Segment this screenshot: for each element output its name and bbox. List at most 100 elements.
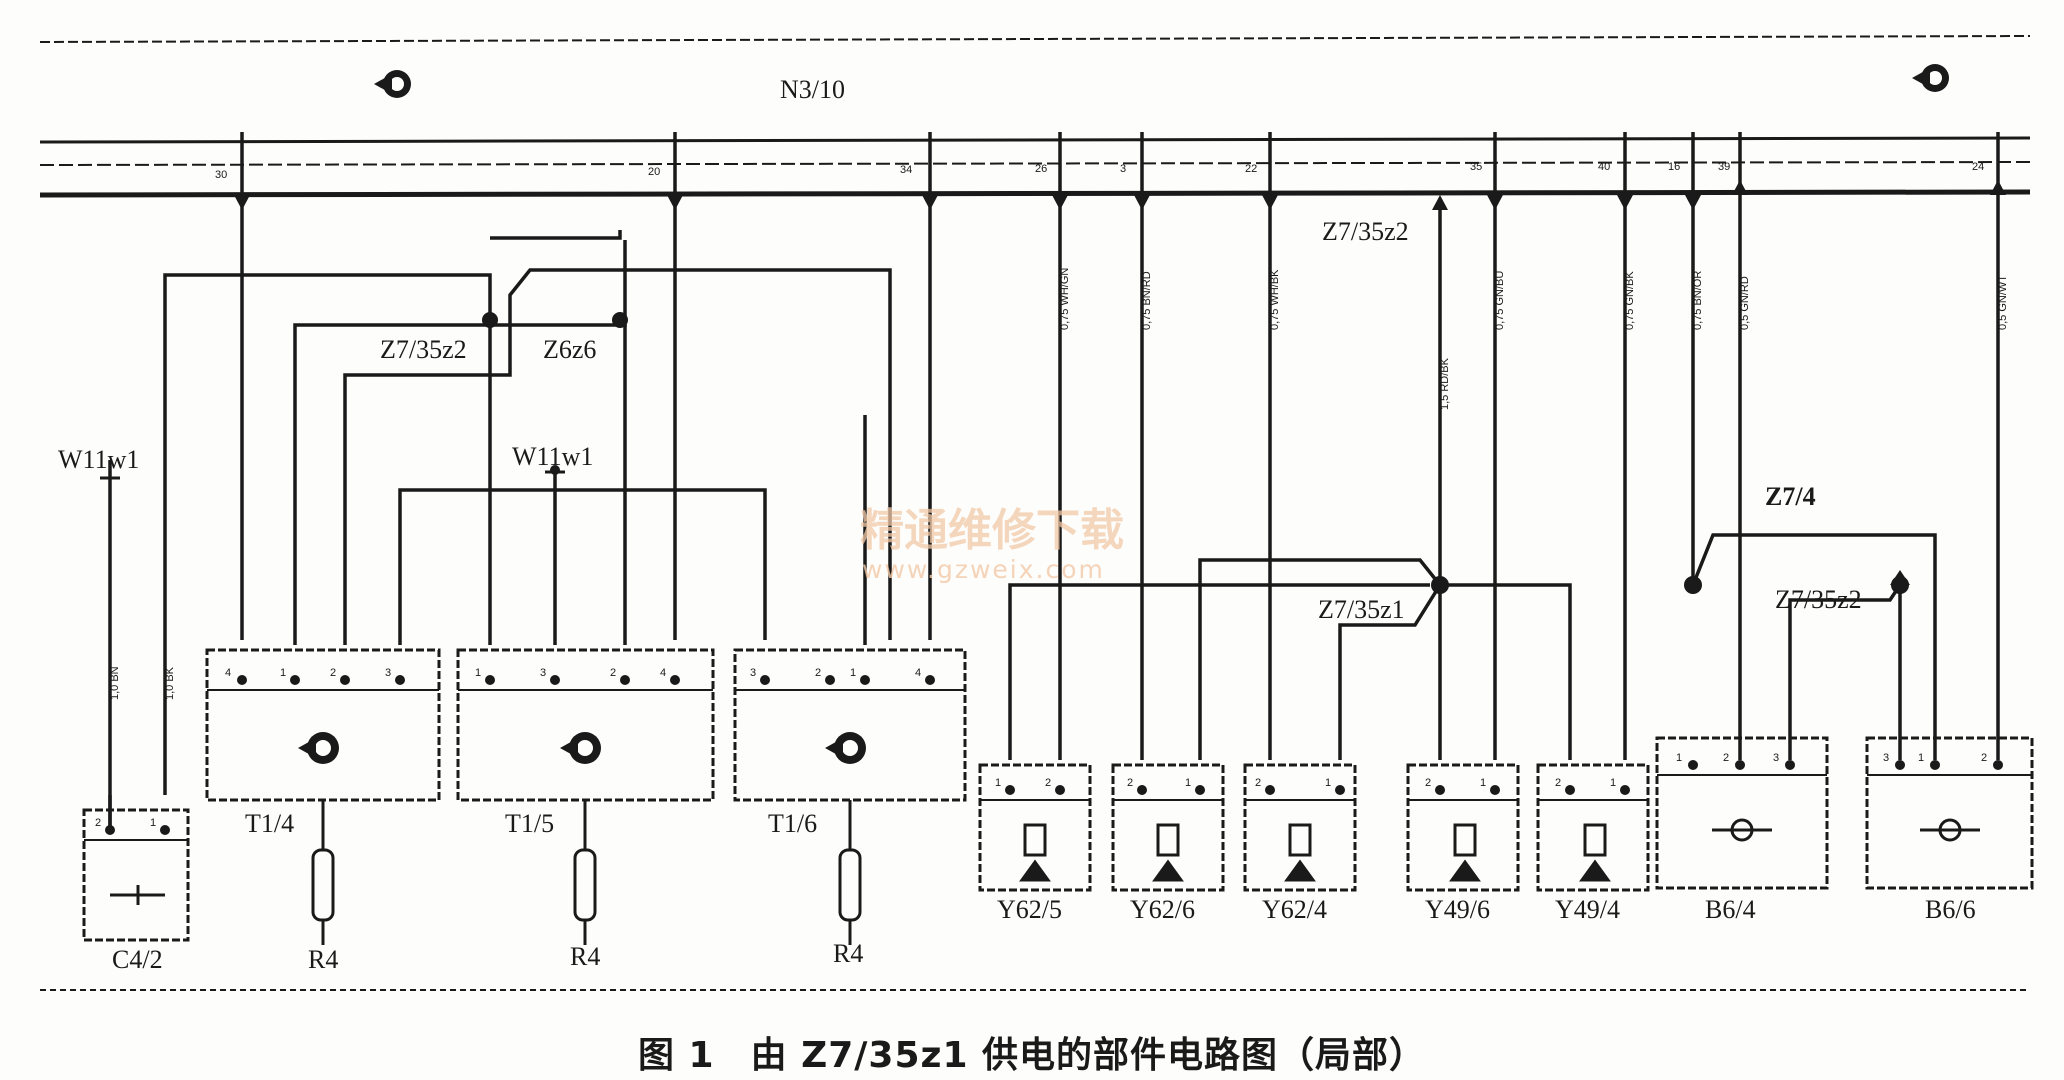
wire-spec: 0,75 WH/BK: [1269, 269, 1281, 330]
component-labels: C4/2 T1/4 T1/5 T1/6 R4 R4 R4 Y62/5 Y62/6…: [112, 809, 1976, 974]
wire-spec: 1,5 RD/BK: [1439, 357, 1451, 410]
y49-6-box: [1406, 763, 1520, 892]
bus-pin: 40: [1598, 161, 1610, 173]
wire-spec: 0,75 GN/BK: [1624, 271, 1636, 330]
pin-label: 1: [475, 667, 481, 679]
sensor-symbols: [110, 818, 1980, 905]
pin-label: 2: [1045, 777, 1051, 789]
pin-label: 4: [660, 667, 666, 679]
wire-spec: 0,75 GN/BU: [1494, 271, 1506, 330]
pin-label: 2: [610, 667, 616, 679]
component-label: Y62/6: [1130, 895, 1195, 924]
module-ground-symbol-left: [374, 70, 411, 98]
component-label: T1/6: [768, 809, 817, 838]
pin-label: 4: [915, 667, 921, 679]
connector-pin-labels: 4 1 2 3 1 3 2 4 3 2 1 4 2 1 1 2 2 1 2 1 …: [95, 667, 1987, 829]
shield-label: W11w1: [512, 442, 593, 471]
pin-label: 2: [330, 667, 336, 679]
component-label: R4: [308, 945, 338, 974]
pin-label: 2: [1425, 777, 1431, 789]
pin-label: 2: [1127, 777, 1133, 789]
wire-spec: 0,75 BN/RD: [1141, 271, 1153, 330]
pin-label: 1: [1325, 777, 1331, 789]
pin-label: 1: [280, 667, 286, 679]
pin-label: 3: [385, 667, 391, 679]
pin-label: 1: [1918, 752, 1924, 764]
bus-pin-numbers: 30 20 34 26 3 22 35 40 16 39 24: [215, 161, 1984, 181]
coil-symbol-t1-5: [560, 732, 601, 764]
bus-pin: 3: [1120, 163, 1126, 175]
pin-label: 3: [540, 667, 546, 679]
splice-points: [482, 312, 1909, 594]
pin-label: 3: [750, 667, 756, 679]
labels: N3/10 Z7/35z2 Z6z6 Z7/35z2 Z7/35z1 Z7/4 …: [58, 75, 1862, 624]
component-label: Y49/6: [1425, 895, 1490, 924]
component-label: B6/4: [1705, 895, 1756, 924]
pin-label: 2: [95, 817, 101, 829]
wire-spec: 1,0 BN: [109, 666, 121, 700]
connector-separators: [84, 689, 2032, 841]
y62-5-box: [978, 763, 1092, 892]
splice-label: Z6z6: [543, 335, 596, 364]
coil-symbol-t1-6: [825, 732, 866, 764]
connector-pin-dots: [105, 675, 2003, 835]
pin-label: 1: [1185, 777, 1191, 789]
shield-marks: [100, 470, 565, 480]
pin-label: 2: [1723, 752, 1729, 764]
b6-4-box: [1655, 736, 1829, 890]
shield-label: W11w1: [58, 445, 139, 474]
figure-title: 由 Z7/35z1 供电的部件电路图（局部）: [750, 1035, 1427, 1076]
bus-pin: 26: [1035, 163, 1047, 175]
pin-label: 2: [1981, 752, 1987, 764]
c4-2-box: [82, 808, 190, 942]
splice-label: Z7/35z1: [1318, 595, 1405, 624]
pin-label: 2: [1255, 777, 1261, 789]
wire-spec: 0,5 GN/RD: [1739, 276, 1751, 330]
watermark-url: www.gzweix.com: [862, 555, 1105, 584]
component-label: R4: [570, 942, 600, 971]
r4-leads: [311, 800, 862, 945]
wire-spec: 0,75 BN/OR: [1692, 271, 1704, 330]
pin-label: 1: [1480, 777, 1486, 789]
bus-pin: 34: [900, 164, 912, 176]
bus-pin: 30: [215, 169, 227, 181]
wire-spec: 0,75 WH/GN: [1059, 268, 1071, 330]
wires: [108, 132, 2000, 830]
pin-label: 2: [1555, 777, 1561, 789]
bus-pin: 39: [1718, 161, 1730, 173]
b6-6-box: [1865, 736, 2034, 890]
splice-label: Z7/35z2: [380, 335, 467, 364]
component-label: R4: [833, 939, 863, 968]
bus-pin: 20: [648, 166, 660, 178]
pin-label: 1: [850, 667, 856, 679]
t1-5-box: [456, 648, 715, 802]
pin-label: 1: [150, 817, 156, 829]
watermark-text: 精通维修下载: [860, 505, 1124, 556]
splice-label: Z7/35z2: [1322, 217, 1409, 246]
bus-terminals: [234, 180, 2006, 585]
coil-symbol-t1-4: [298, 732, 339, 764]
coil-symbols: [298, 732, 866, 764]
module-ground-symbol-right: [1912, 64, 1949, 92]
component-label: Y62/4: [1262, 895, 1327, 924]
pin-label: 3: [1773, 752, 1779, 764]
splice-label: Z7/4: [1765, 482, 1816, 511]
component-label: C4/2: [112, 945, 163, 974]
pin-label: 1: [995, 777, 1001, 789]
bus-pin: 24: [1972, 161, 1984, 173]
t1-4-box: [205, 648, 441, 802]
pin-label: 2: [815, 667, 821, 679]
component-label: Y49/4: [1555, 895, 1620, 924]
component-label: Y62/5: [997, 895, 1062, 924]
pin-label: 1: [1676, 752, 1682, 764]
component-label: T1/4: [245, 809, 294, 838]
wire-specs: 1,0 BN 1,0 BK 0,75 WH/GN 0,75 BN/RD 0,75…: [109, 268, 2009, 700]
y62-4-box: [1243, 763, 1357, 892]
bus-pin: 16: [1668, 161, 1680, 173]
bus-pin: 22: [1245, 163, 1257, 175]
component-label: T1/5: [505, 809, 554, 838]
component-label: B6/6: [1925, 895, 1976, 924]
y49-4-box: [1536, 763, 1650, 892]
